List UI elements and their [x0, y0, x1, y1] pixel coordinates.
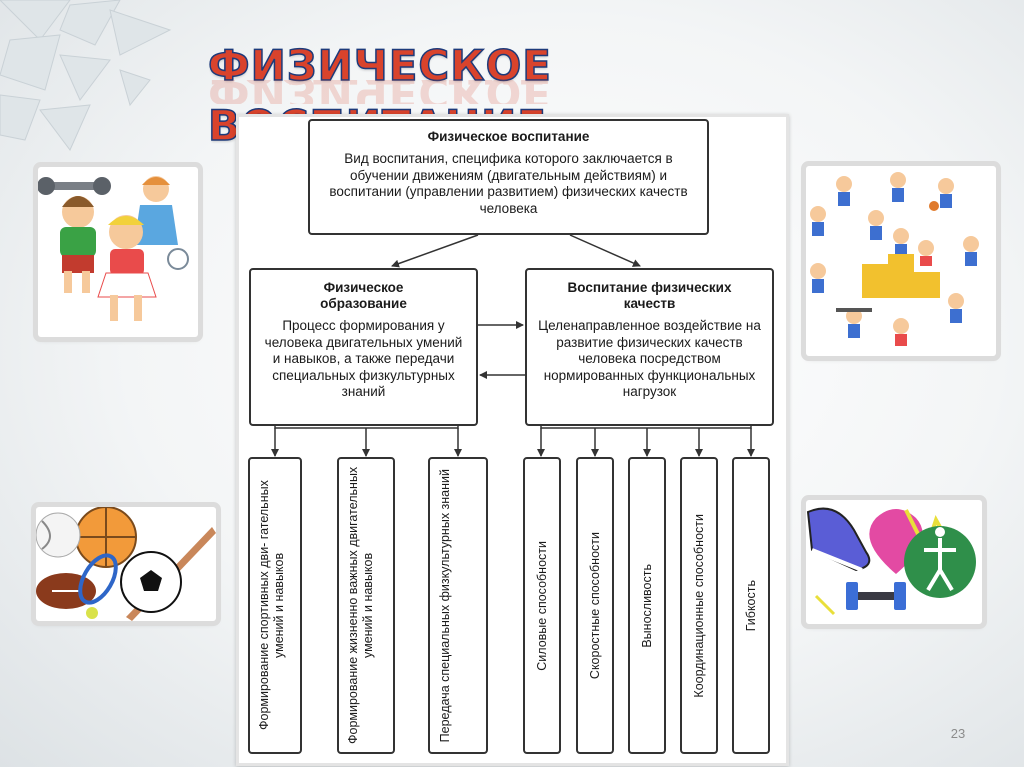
leaf-special-knowledge: Передача специальных физкультурных знани…: [428, 457, 488, 754]
node-right-title: Воспитание физических качеств: [567, 280, 732, 311]
node-left-text: Процесс формирования у человека двигател…: [264, 318, 463, 399]
photo-frame-top-right: [806, 166, 996, 356]
page-number: 23: [950, 726, 966, 741]
leaf-label: Силовые способности: [534, 540, 549, 671]
photo-frame-bottom-right: [806, 500, 982, 624]
photo-frame-top-left: [38, 167, 198, 337]
photo-frame-bottom-left: [36, 507, 216, 621]
leaf-label: Выносливость: [639, 563, 654, 648]
leaf-label: Координационные способности: [691, 513, 706, 698]
node-root-title: Физическое воспитание: [427, 129, 590, 144]
leaf-sport-motor-skills: Формирование спортивных дви- гательных у…: [248, 457, 302, 754]
kids-sports-podium-illustration: [810, 172, 979, 346]
fitness-sneaker-dumbbell-illustration: [806, 507, 976, 616]
leaf-label: Формирование спортивных дви- гательных у…: [257, 480, 286, 731]
leaf-label: Передача специальных физкультурных знани…: [438, 468, 452, 743]
node-left: Физическое образование Процесс формирова…: [249, 268, 478, 426]
leaf-speed: Скоростные способности: [576, 457, 614, 754]
leaf-label: Скоростные способности: [587, 531, 602, 680]
node-right-text: Целенаправленное воздействие на развитие…: [538, 318, 761, 399]
node-root-text: Вид воспитания, специфика которого заклю…: [329, 151, 688, 216]
leaf-flexibility: Гибкость: [732, 457, 770, 754]
node-left-title: Физическое образование: [320, 280, 407, 311]
leaf-vital-motor-skills: Формирование жизненно важных двигательны…: [337, 457, 395, 754]
slide-title-reflection: ФИЗИЧЕСКОЕ ВОСПИТАНИЕ: [208, 80, 828, 104]
leaf-label: Гибкость: [743, 579, 758, 632]
leaf-label: Формирование жизненно важных двигательны…: [346, 466, 375, 745]
kids-exercising-illustration: [38, 176, 189, 321]
leaf-coordination: Координационные способности: [680, 457, 718, 754]
node-right: Воспитание физических качеств Целенаправ…: [525, 268, 774, 426]
leaf-endurance: Выносливость: [628, 457, 666, 754]
leaf-strength: Силовые способности: [523, 457, 561, 754]
node-root: Физическое воспитание Вид воспитания, сп…: [308, 119, 709, 235]
sports-balls-illustration: [36, 507, 216, 621]
paper-leaves-decoration: [0, 0, 172, 151]
